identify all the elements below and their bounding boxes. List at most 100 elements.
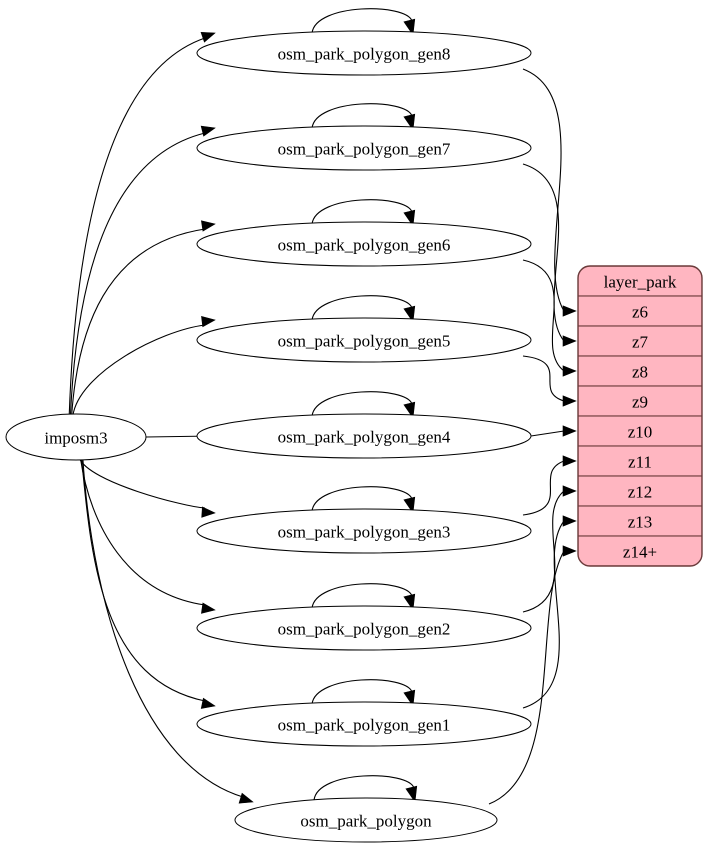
node-gen2-shape[interactable] <box>196 605 532 651</box>
node-gen6-shape[interactable] <box>196 221 532 267</box>
arrowhead-selfloop-gen2 <box>403 593 416 611</box>
edge-selfloop-base <box>313 775 415 801</box>
arrowhead-imposm3-to-gen2 <box>201 602 216 614</box>
table-outline <box>577 265 703 567</box>
table-row-label-z11: z11 <box>628 453 652 472</box>
arrowhead-gen4-to-z10 <box>562 425 577 437</box>
node-gen1-shape[interactable] <box>196 701 532 747</box>
node-gen5[interactable]: osm_park_polygon_gen5 <box>196 317 532 363</box>
edge-imposm3-to-gen5 <box>72 324 206 417</box>
edge-selfloop-gen5 <box>311 295 413 321</box>
arrowhead-selfloop-gen1 <box>403 689 416 707</box>
arrowhead-selfloop-gen7 <box>403 113 416 131</box>
node-gen3[interactable]: osm_park_polygon_gen3 <box>196 508 532 554</box>
table-row-label-z14plus: z14+ <box>623 543 657 562</box>
table-row-z10[interactable] <box>578 415 702 447</box>
edge-gen5-to-z9 <box>522 355 565 402</box>
node-gen5-label: osm_park_polygon_gen5 <box>278 332 451 351</box>
node-gen8-shape[interactable] <box>196 30 532 76</box>
arrowhead-selfloop-gen6 <box>403 209 416 227</box>
arrowhead-gen7-to-z7 <box>562 335 577 347</box>
node-gen2[interactable]: osm_park_polygon_gen2 <box>196 605 532 651</box>
arrowhead-gen3-to-z11 <box>562 455 577 467</box>
node-gen4[interactable]: osm_park_polygon_gen4 <box>196 413 532 459</box>
node-gen2-label: osm_park_polygon_gen2 <box>278 620 451 639</box>
edge-base-to-z14+ <box>488 550 565 805</box>
table-row-z11[interactable] <box>578 445 702 477</box>
arrowhead-selfloop-gen8 <box>403 18 416 36</box>
edges-layer <box>68 8 577 805</box>
arrowhead-gen2-to-z12 <box>562 485 577 497</box>
arrowhead-imposm3-to-gen1 <box>200 697 216 709</box>
arrowhead-base-to-z14+ <box>562 545 577 557</box>
edge-imposm3-to-gen1 <box>81 457 206 702</box>
table-row-label-z9: z9 <box>632 393 648 412</box>
arrowhead-imposm3-to-gen7 <box>200 125 216 137</box>
edge-gen6-to-z8 <box>522 259 565 372</box>
node-gen4-label: osm_park_polygon_gen4 <box>278 428 451 447</box>
edge-imposm3-to-base <box>82 457 244 798</box>
edge-imposm3-to-gen8 <box>68 37 206 417</box>
table-row-label-z12: z12 <box>628 483 653 502</box>
node-imposm3-label: imposm3 <box>44 429 107 448</box>
node-gen4-shape[interactable] <box>196 413 532 459</box>
edge-imposm3-to-gen6 <box>71 228 206 417</box>
node-gen8-label: osm_park_polygon_gen8 <box>278 45 451 64</box>
node-base-shape[interactable] <box>234 797 498 843</box>
edge-selfloop-gen8 <box>311 8 413 34</box>
edge-selfloop-gen6 <box>311 199 413 225</box>
node-imposm3-shape[interactable] <box>5 413 147 461</box>
edge-selfloop-gen4 <box>311 391 413 417</box>
node-gen1-label: osm_park_polygon_gen1 <box>278 716 451 735</box>
arrowhead-gen5-to-z9 <box>562 395 577 407</box>
edge-imposm3-to-gen2 <box>79 457 206 606</box>
node-gen8[interactable]: osm_park_polygon_gen8 <box>196 30 532 76</box>
node-gen5-shape[interactable] <box>196 317 532 363</box>
table-row-z14plus[interactable] <box>578 535 702 566</box>
arrowhead-gen6-to-z8 <box>562 365 577 377</box>
edge-selfloop-gen7 <box>311 103 413 129</box>
arrowhead-imposm3-to-gen3 <box>201 506 216 518</box>
table-row-label-z8: z8 <box>632 363 648 382</box>
edge-gen2-to-z12 <box>522 490 565 613</box>
edge-selfloop-gen2 <box>311 583 413 609</box>
node-gen6[interactable]: osm_park_polygon_gen6 <box>196 221 532 267</box>
arrowhead-selfloop-gen5 <box>403 305 416 323</box>
edge-gen8-to-z6 <box>522 68 565 312</box>
table-row-z7[interactable] <box>578 325 702 357</box>
arrowhead-gen1-to-z13 <box>562 515 577 527</box>
arrowhead-imposm3-to-gen5 <box>201 316 216 328</box>
table-row-label-z13: z13 <box>628 513 653 532</box>
nodes-layer: imposm3 osm_park_polygon_gen8 osm_park_pol… <box>5 30 532 843</box>
node-gen7[interactable]: osm_park_polygon_gen7 <box>196 125 532 171</box>
table-row-z9[interactable] <box>578 385 702 417</box>
node-gen6-label: osm_park_polygon_gen6 <box>278 236 451 255</box>
table-row-label-z7: z7 <box>632 333 649 352</box>
arrowhead-selfloop-gen4 <box>403 401 416 419</box>
node-gen7-label: osm_park_polygon_gen7 <box>278 140 451 159</box>
edge-selfloop-gen3 <box>311 486 413 512</box>
table-header-label: layer_park <box>604 273 677 292</box>
edge-gen3-to-z11 <box>522 460 565 516</box>
node-gen3-label: osm_park_polygon_gen3 <box>278 523 451 542</box>
arrowhead-imposm3-to-gen8 <box>200 31 216 43</box>
arrowhead-gen8-to-z6 <box>562 305 577 317</box>
arrowhead-imposm3-to-gen6 <box>201 220 216 232</box>
node-imposm3[interactable]: imposm3 <box>5 413 147 461</box>
node-gen7-shape[interactable] <box>196 125 532 171</box>
edge-selfloop-gen1 <box>311 679 413 705</box>
edge-gen7-to-z7 <box>522 163 565 342</box>
edge-gen1-to-z13 <box>522 520 565 709</box>
edge-gen4-to-z10 <box>530 430 565 437</box>
table-row-z12[interactable] <box>578 475 702 507</box>
node-gen3-shape[interactable] <box>196 508 532 554</box>
node-base[interactable]: osm_park_polygon <box>234 797 498 843</box>
arrowhead-selfloop-gen3 <box>403 496 416 514</box>
table-row-label-z6: z6 <box>632 303 648 322</box>
node-gen1[interactable]: osm_park_polygon_gen1 <box>196 701 532 747</box>
arrowhead-selfloop-base <box>405 785 418 803</box>
arrowhead-imposm3-to-base <box>238 792 254 804</box>
edge-imposm3-to-gen3 <box>78 457 206 509</box>
